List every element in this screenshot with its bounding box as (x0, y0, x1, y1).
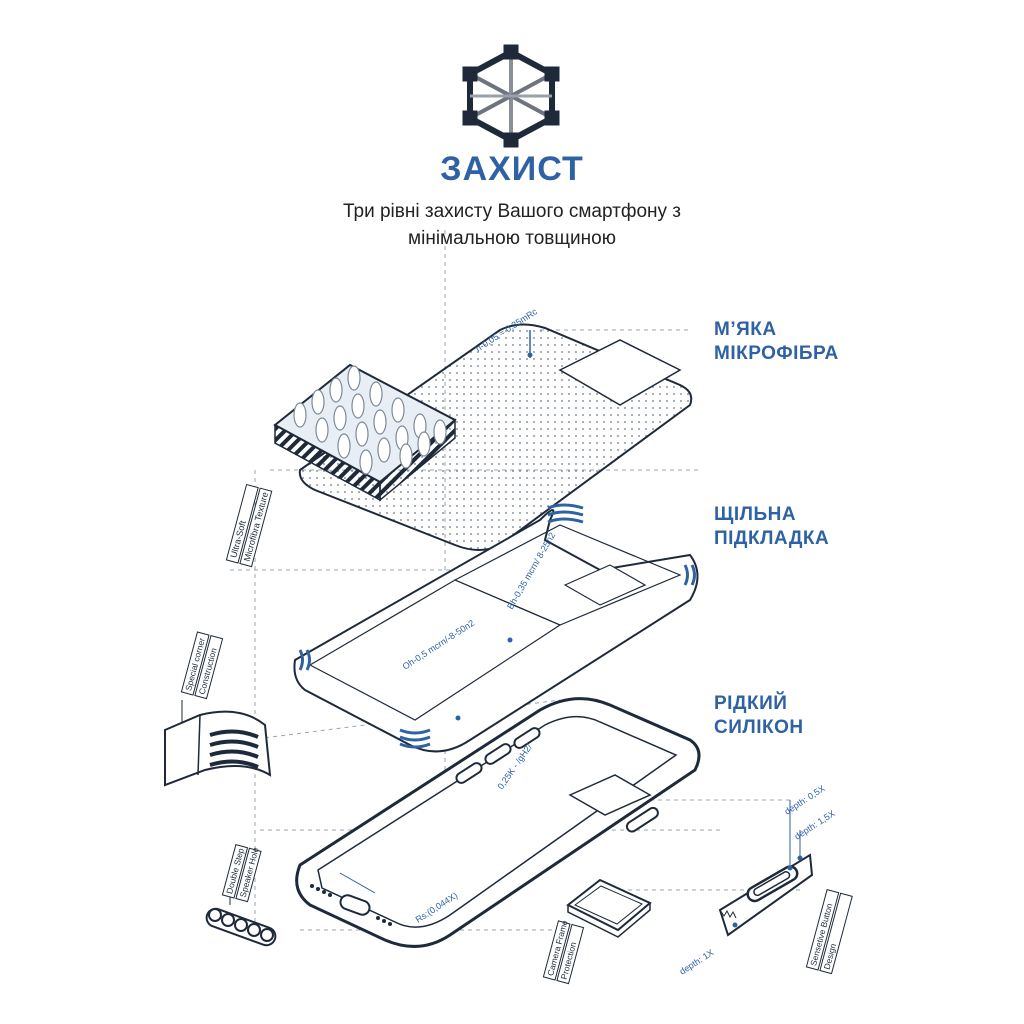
inner-pad-layer: Bh-0,35 mcrn/ 8-25n2 Oh-0,5 mcrn/-8-50n2 (293, 503, 699, 753)
layer-label-inner-pad: ЩІЛЬНА ПІДКЛАДКА (714, 503, 829, 551)
subtitle-line-2: мінімальною товщиною (408, 228, 616, 249)
layer-label-silicone-line1: РІДКИЙ (714, 693, 788, 714)
layer-label-inner-pad-line1: ЩІЛЬНА (714, 504, 797, 525)
layer-label-microfibra-line2: МІКРОФІБРА (714, 343, 839, 364)
callout-corner: Special corner Construction (180, 631, 224, 700)
callout-button: Sensetive Button Design (805, 889, 853, 975)
callout-microfibra: Ultra-Soft Microfibra Texture (225, 483, 273, 568)
layer-label-microfibra-line1: М’ЯКА (714, 319, 777, 340)
page-title: ЗАХИСТ (440, 150, 584, 188)
layer-label-microfibra: М’ЯКА МІКРОФІБРА (714, 318, 839, 366)
layer-label-silicone-line2: СИЛІКОН (714, 717, 804, 738)
page-subtitle: Три рівні захисту Вашого смартфону з мін… (0, 198, 1024, 252)
depth-b-label: depth: 1,5X (793, 808, 837, 841)
layer-label-inner-pad-line2: ПІДКЛАДКА (714, 528, 830, 549)
subtitle-line-1: Три рівні захисту Вашого смартфону з (342, 201, 682, 222)
callout-camera: Camera Frame Protection (542, 919, 585, 985)
hexagonal-cube-icon (462, 44, 560, 148)
camera-frame-detail (566, 878, 652, 938)
callout-speaker: Double Step Speaker Hole (221, 844, 262, 903)
silicone-shell-layer: 0,25K - /gH2/ Rs:(0,044X) (295, 697, 701, 948)
corner-detail (164, 700, 272, 787)
layer-label-silicone: РІДКИЙ СИЛІКОН (714, 692, 804, 740)
speaker-detail (205, 880, 277, 947)
microfibra-layer: h-0,05 ≈ 0,35mRc (273, 306, 693, 551)
depth-c-label: depth: 1X (678, 947, 716, 976)
